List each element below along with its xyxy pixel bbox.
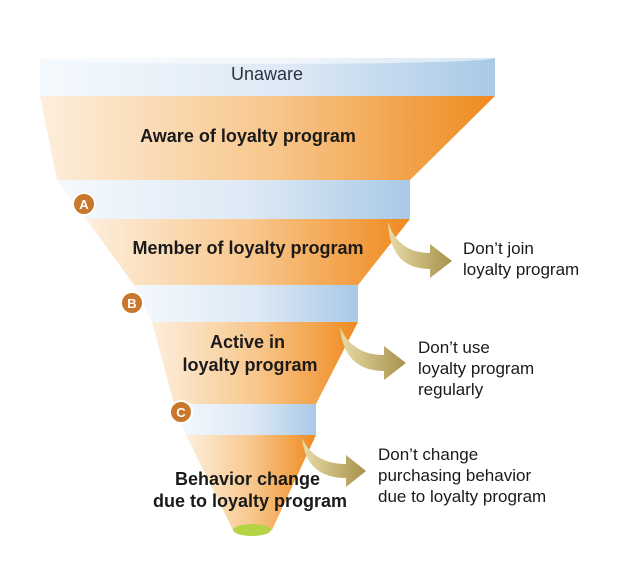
exit-arrow-1 [388, 222, 452, 278]
band-c [174, 404, 316, 435]
stage-aware-label: Aware of loyalty program [140, 126, 356, 146]
funnel-bottom-cap [233, 524, 271, 536]
unaware-band: Unaware [40, 52, 495, 96]
stage-member: Member of loyalty program [86, 219, 410, 285]
stage-aware: Aware of loyalty program [40, 96, 495, 180]
stage-behavior-label: Behavior change due to loyalty program [153, 469, 347, 511]
marker-b: B [120, 291, 144, 315]
marker-a: A [72, 192, 96, 216]
exit-arrow-2 [340, 327, 406, 380]
stage-member-label: Member of loyalty program [132, 238, 363, 258]
exit-arrow-3 [302, 438, 366, 487]
stage-active: Active in loyalty program [152, 322, 358, 404]
exit-label-3: Don’t change purchasing behavior due to … [378, 445, 546, 506]
marker-c: C [169, 400, 193, 424]
unaware-label: Unaware [231, 64, 303, 84]
exit-label-2: Don’t use loyalty program regularly [418, 338, 539, 399]
band-a [57, 180, 410, 219]
stage-active-label: Active in loyalty program [182, 332, 317, 375]
band-b [134, 285, 358, 322]
svg-text:C: C [176, 405, 186, 420]
exit-label-1: Don’t join loyalty program [463, 239, 579, 279]
stage-behavior-change: Behavior change due to loyalty program [153, 435, 347, 530]
svg-text:B: B [127, 296, 136, 311]
svg-text:A: A [79, 197, 89, 212]
